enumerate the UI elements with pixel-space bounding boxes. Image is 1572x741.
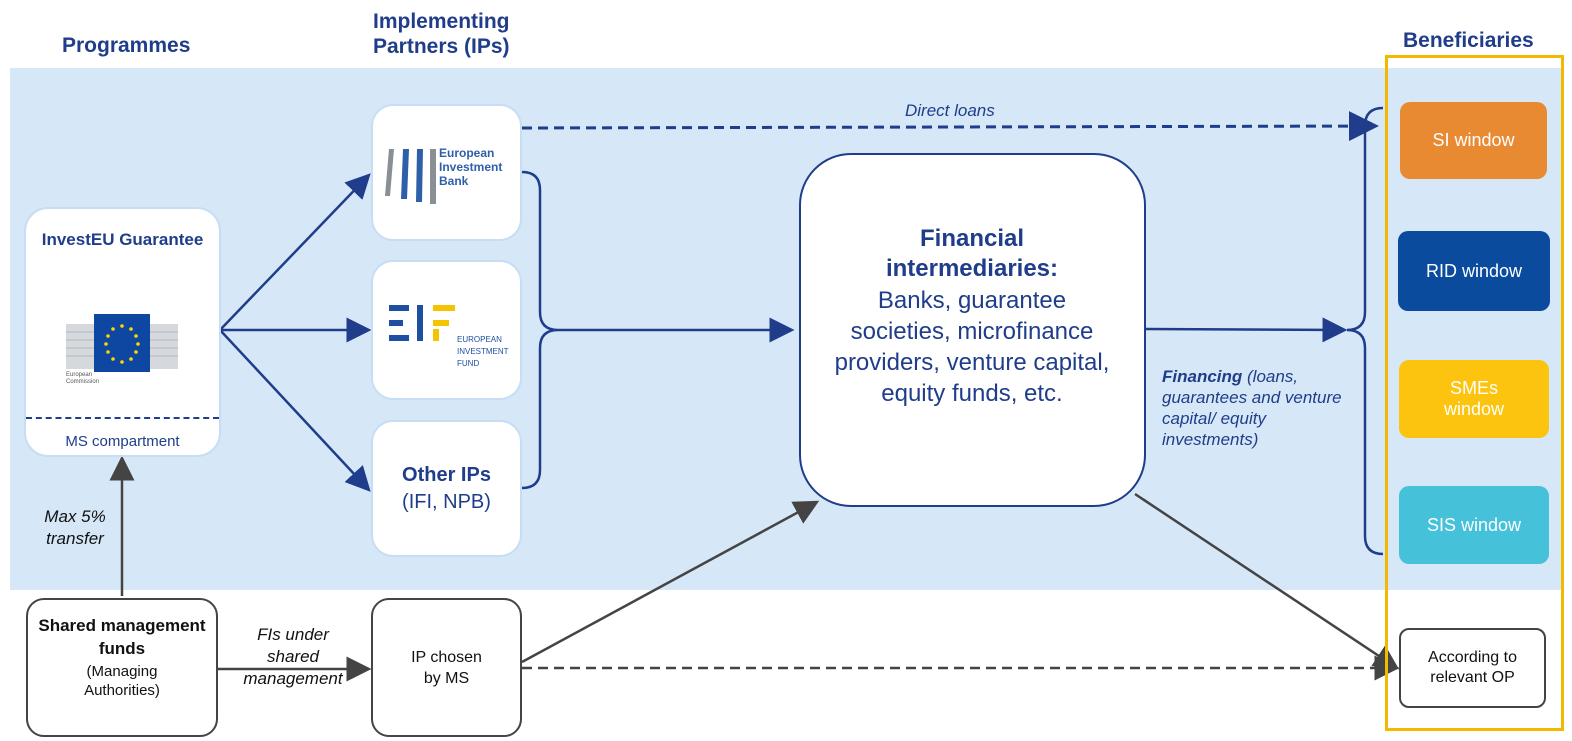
eif-logo-icon	[389, 305, 455, 341]
ms-compartment-divider	[26, 417, 219, 419]
financing-arrow	[1145, 317, 1348, 343]
eib-logo-icon	[385, 149, 436, 204]
beneficiaries-bracket	[1346, 106, 1384, 556]
eib-card: European Investment Bank	[371, 104, 522, 241]
direct-loans-label: Direct loans	[905, 101, 995, 120]
other-ips-card: Other IPs (IFI, NPB)	[371, 420, 522, 557]
eif-card: EUROPEAN INVESTMENT FUND	[371, 260, 522, 400]
shared-management-title: Shared management funds	[38, 616, 206, 658]
header-programmes: Programmes	[62, 34, 191, 57]
investeu-guarantee-title: InvestEU Guarantee	[41, 230, 204, 249]
according-to-op-box: According to relevant OP	[1399, 628, 1546, 708]
shared-management-subtitle: (Managing Authorities)	[84, 663, 160, 699]
direct-loans-arrow	[521, 111, 1379, 142]
other-ips-subtitle: (IFI, NPB)	[402, 491, 491, 513]
european-commission-logo-icon	[66, 314, 178, 372]
beneficiaries-highlight-frame	[1385, 55, 1564, 731]
window-sis: SIS window	[1399, 486, 1549, 564]
header-beneficiaries: Beneficiaries	[1403, 29, 1534, 52]
ms-compartment-label: MS compartment	[65, 433, 180, 450]
window-smes: SMEs window	[1399, 360, 1549, 438]
ip-chosen-box: IP chosen by MS	[371, 598, 522, 737]
intermediaries-to-op-arrow	[1134, 492, 1400, 670]
header-implementing-partners: Implementing Partners (IPs)	[373, 10, 510, 58]
european-commission-caption: European Commission	[66, 372, 100, 385]
arrow-to-other-ips	[219, 329, 371, 492]
arrow-to-eib	[219, 173, 371, 331]
eib-name: European Investment Bank	[439, 146, 503, 188]
intermediaries-title: Financial intermediaries:	[885, 225, 1059, 282]
window-rid: RID window	[1398, 231, 1550, 311]
ip-chosen-to-intermediaries-arrow	[521, 500, 820, 664]
financial-intermediaries-box: Financial intermediaries: Banks, guarant…	[799, 153, 1146, 507]
intermediaries-body: Banks, guarantee societies, microfinance…	[834, 287, 1110, 407]
investeu-guarantee-card: InvestEU Guarantee European Commission M…	[24, 207, 221, 457]
max-transfer-label: Max 5% transfer	[44, 507, 106, 548]
ip-bracket	[521, 170, 559, 490]
eif-name: EUROPEAN INVESTMENT FUND	[457, 335, 509, 368]
fis-shared-management-label: FIs under shared management	[243, 625, 343, 688]
window-si: SI window	[1400, 102, 1547, 179]
shared-management-funds-box: Shared management funds (Managing Author…	[26, 598, 218, 737]
financing-label: Financing (loans, guarantees and venture…	[1162, 367, 1342, 449]
other-ips-title: Other IPs	[402, 464, 491, 486]
